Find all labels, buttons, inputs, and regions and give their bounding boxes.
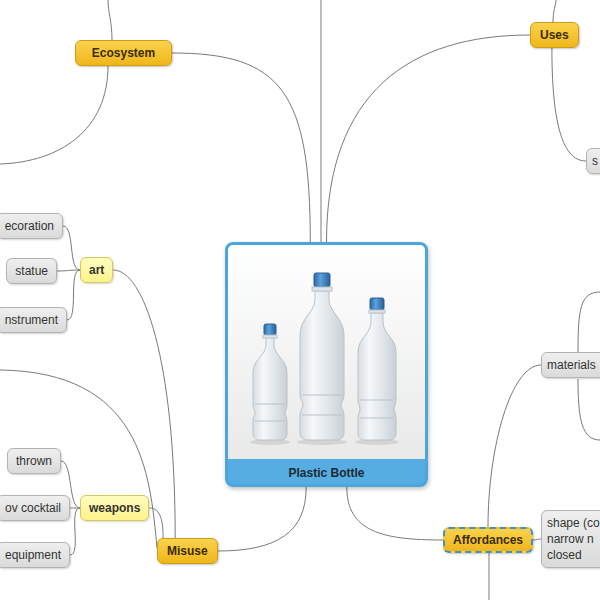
branch-topic: Uses — [530, 22, 579, 48]
caption-bar — [228, 459, 425, 484]
bottle-rib — [255, 404, 285, 421]
branch-connector — [533, 539, 541, 540]
topic-label: Affordances — [453, 532, 523, 548]
bottle-cap — [264, 324, 276, 335]
subtopic-box: ov cocktail — [0, 495, 70, 521]
bottle-body — [300, 291, 344, 440]
bottle-rib — [360, 400, 394, 418]
neck-ring — [312, 287, 332, 291]
branch-line — [108, 0, 112, 40]
topic-label: ov cocktail — [5, 500, 61, 516]
topic-label: Plastic Bottle — [228, 463, 425, 483]
neck-ring — [369, 310, 385, 313]
subtopic-box: statue — [6, 258, 57, 284]
branch-connector — [552, 48, 586, 161]
subtopic-box: equipment — [0, 542, 70, 568]
bottle-body — [358, 313, 396, 440]
image-ground — [228, 245, 425, 460]
bottle — [253, 324, 287, 440]
branch-connector — [488, 365, 541, 527]
bottle — [300, 273, 344, 440]
branch-line — [321, 0, 322, 242]
subtopic-box: ecoration — [0, 213, 63, 239]
central-topic: Plastic Bottle — [225, 242, 428, 487]
subtopic-box: shape (co narrow n closed — [541, 510, 600, 568]
bottle — [358, 298, 396, 440]
topic-label: s — [592, 153, 600, 169]
branch-line — [489, 553, 490, 600]
branch-line — [578, 379, 600, 440]
topic-label: art — [89, 262, 104, 278]
branch-connector — [70, 508, 80, 555]
topic-label: equipment — [5, 547, 61, 563]
topic-label: Misuse — [167, 543, 208, 559]
topic-label: statue — [15, 263, 48, 279]
bottle-rib — [302, 395, 342, 415]
branch-connector — [327, 35, 531, 242]
branch-line — [578, 292, 600, 353]
branch-connector — [172, 53, 310, 242]
topic-label: weapons — [89, 500, 140, 516]
group-topic: weapons — [80, 495, 149, 521]
bottle-body — [253, 337, 287, 440]
bottle-cap — [370, 298, 384, 310]
subtopic-box: thrown — [7, 448, 61, 474]
topic-label: materials — [547, 357, 600, 373]
branch-topic: Misuse — [157, 538, 218, 564]
branch-line — [0, 370, 157, 548]
branch-connector — [57, 270, 80, 271]
branch-connector — [149, 508, 163, 538]
topic-label: thrown — [16, 453, 52, 469]
branch-topic: Ecosystem — [75, 40, 172, 66]
neck-ring — [263, 335, 277, 338]
topic-label: shape (co narrow n closed — [547, 515, 600, 563]
subtopic-box: materials — [541, 352, 600, 378]
subtopic-box: s — [586, 148, 600, 174]
branch-connector — [63, 226, 80, 270]
topic-label: Uses — [540, 27, 569, 43]
topic-label: ecoration — [5, 218, 54, 234]
subtopic-box: nstrument — [0, 307, 67, 333]
topic-label: Ecosystem — [85, 45, 162, 61]
branch-line — [553, 0, 556, 22]
branch-topic: Affordances — [443, 527, 533, 553]
group-topic: art — [80, 257, 113, 283]
branch-connector — [67, 270, 80, 320]
bottle-cap — [314, 273, 330, 287]
topic-label: nstrument — [5, 312, 58, 328]
branch-connector — [347, 487, 443, 540]
branch-connector — [218, 487, 307, 551]
branch-line — [0, 66, 108, 164]
